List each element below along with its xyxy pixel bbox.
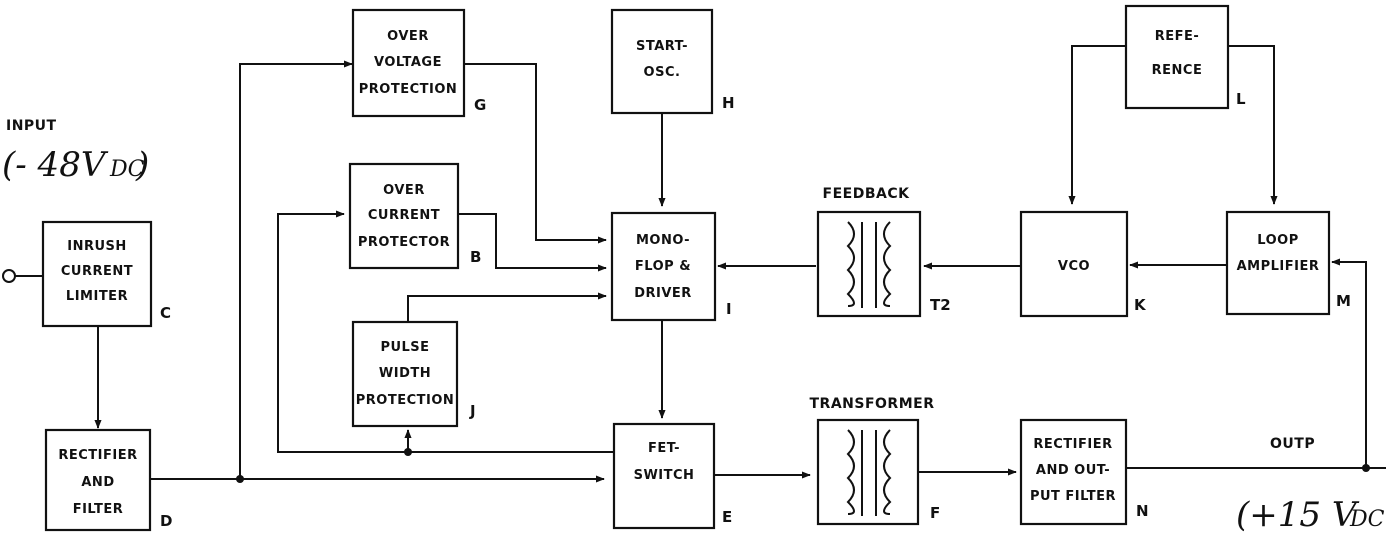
svg-text:RECTIFIER: RECTIFIER: [58, 448, 137, 463]
block-letter: L: [1236, 90, 1246, 108]
block-rectifier-and-filter: RECTIFIER AND FILTER D: [44, 428, 172, 532]
block-letter: J: [469, 402, 476, 420]
svg-text:AMPLIFIER: AMPLIFIER: [1237, 259, 1320, 274]
block-letter: F: [930, 504, 940, 522]
svg-text:WIDTH: WIDTH: [379, 366, 431, 381]
svg-text:AND OUT-: AND OUT-: [1036, 463, 1110, 478]
svg-text:PUT FILTER: PUT FILTER: [1030, 489, 1116, 504]
block-over-voltage-protection: OVER VOLTAGE PROTECTION G: [351, 8, 486, 118]
svg-text:DRIVER: DRIVER: [634, 286, 692, 301]
junction-dot: [236, 475, 244, 483]
junction-dot: [404, 448, 412, 456]
output-voltage-unit: DC: [1349, 507, 1385, 532]
block-letter: H: [722, 94, 735, 112]
input-voltage-unit: DC: [109, 157, 145, 182]
block-vco: VCO K: [1019, 210, 1147, 318]
output-voltage-main: (+15 V: [1236, 495, 1360, 534]
block-letter: M: [1336, 292, 1351, 310]
svg-text:AND: AND: [81, 475, 114, 490]
svg-text:FILTER: FILTER: [73, 502, 124, 517]
svg-text:PULSE: PULSE: [380, 340, 429, 355]
block-power-transformer: TRANSFORMER F: [810, 396, 940, 526]
transformer-coil-icon: [846, 221, 892, 308]
svg-text:PROTECTOR: PROTECTOR: [358, 235, 450, 250]
svg-text:OVER: OVER: [383, 183, 425, 198]
wire-l-to-m: [1228, 45, 1278, 205]
svg-text:INRUSH: INRUSH: [67, 239, 127, 254]
svg-text:PROTECTION: PROTECTION: [356, 393, 455, 408]
wire-b-to-i: [458, 213, 607, 272]
svg-text:MONO-: MONO-: [636, 233, 690, 248]
wire-e-to-b: [277, 210, 614, 453]
input-terminal: [2, 269, 16, 283]
block-feedback-transformer: FEEDBACK T2: [816, 186, 951, 318]
block-rectifier-output-filter: RECTIFIER AND OUT- PUT FILTER N: [1019, 418, 1149, 526]
block-letter: K: [1134, 296, 1147, 314]
svg-text:CURRENT: CURRENT: [368, 208, 440, 223]
svg-text:OSC.: OSC.: [644, 65, 681, 80]
svg-text:OVER: OVER: [387, 29, 429, 44]
svg-text:RECTIFIER: RECTIFIER: [1033, 437, 1112, 452]
block-letter: E: [722, 508, 732, 526]
block-letter: I: [726, 300, 732, 318]
block-letter: N: [1136, 502, 1149, 520]
svg-text:SWITCH: SWITCH: [634, 468, 695, 483]
transformer-coil-icon: [846, 429, 892, 516]
svg-text:FET-: FET-: [648, 441, 680, 456]
block-pulse-width-protection: PULSE WIDTH PROTECTION J: [351, 320, 476, 428]
svg-text:LOOP: LOOP: [1257, 233, 1298, 248]
block-fet-switch: FET- SWITCH E: [612, 422, 732, 530]
block-over-current-protector: OVER CURRENT PROTECTOR B: [348, 162, 481, 270]
wire-bus-to-g: [239, 60, 353, 479]
feedback-caption: FEEDBACK: [823, 186, 911, 202]
block-monoflop-driver: MONO- FLOP & DRIVER I: [610, 211, 732, 322]
block-loop-amplifier: LOOP AMPLIFIER M: [1225, 210, 1351, 316]
wire-j-to-i: [407, 292, 607, 322]
svg-text:VOLTAGE: VOLTAGE: [374, 55, 442, 70]
block-reference: REFE- RENCE L: [1124, 4, 1246, 110]
block-letter: G: [474, 96, 486, 114]
output-label: OUTP: [1270, 436, 1315, 452]
input-voltage-main: (- 48V: [2, 145, 109, 185]
svg-text:LIMITER: LIMITER: [66, 289, 128, 304]
block-letter: T2: [930, 296, 951, 314]
svg-text:VCO: VCO: [1058, 259, 1090, 274]
block-inrush-current-limiter: INRUSH CURRENT LIMITER C: [41, 220, 171, 328]
output-voltage-annotation: (+15 V DC: [1236, 495, 1385, 534]
svg-text:RENCE: RENCE: [1152, 63, 1203, 78]
block-start-oscillator: START- OSC. H: [610, 8, 735, 115]
transformer-caption: TRANSFORMER: [810, 396, 935, 412]
svg-text:CURRENT: CURRENT: [61, 264, 133, 279]
wire-l-to-k: [1068, 45, 1126, 205]
input-label: INPUT: [6, 118, 57, 134]
block-letter: B: [470, 248, 481, 266]
svg-text:START-: START-: [636, 39, 688, 54]
svg-text:REFE-: REFE-: [1155, 29, 1200, 44]
input-voltage-annotation: (- 48V DC ): [2, 145, 149, 185]
block-letter: D: [160, 512, 172, 530]
input-voltage-close: ): [135, 145, 149, 185]
block-letter: C: [160, 304, 171, 322]
svg-text:FLOP &: FLOP &: [635, 259, 691, 274]
wire-g-to-i: [464, 63, 607, 244]
svg-text:PROTECTION: PROTECTION: [359, 82, 458, 97]
wire-output-to-m: [1331, 258, 1367, 468]
